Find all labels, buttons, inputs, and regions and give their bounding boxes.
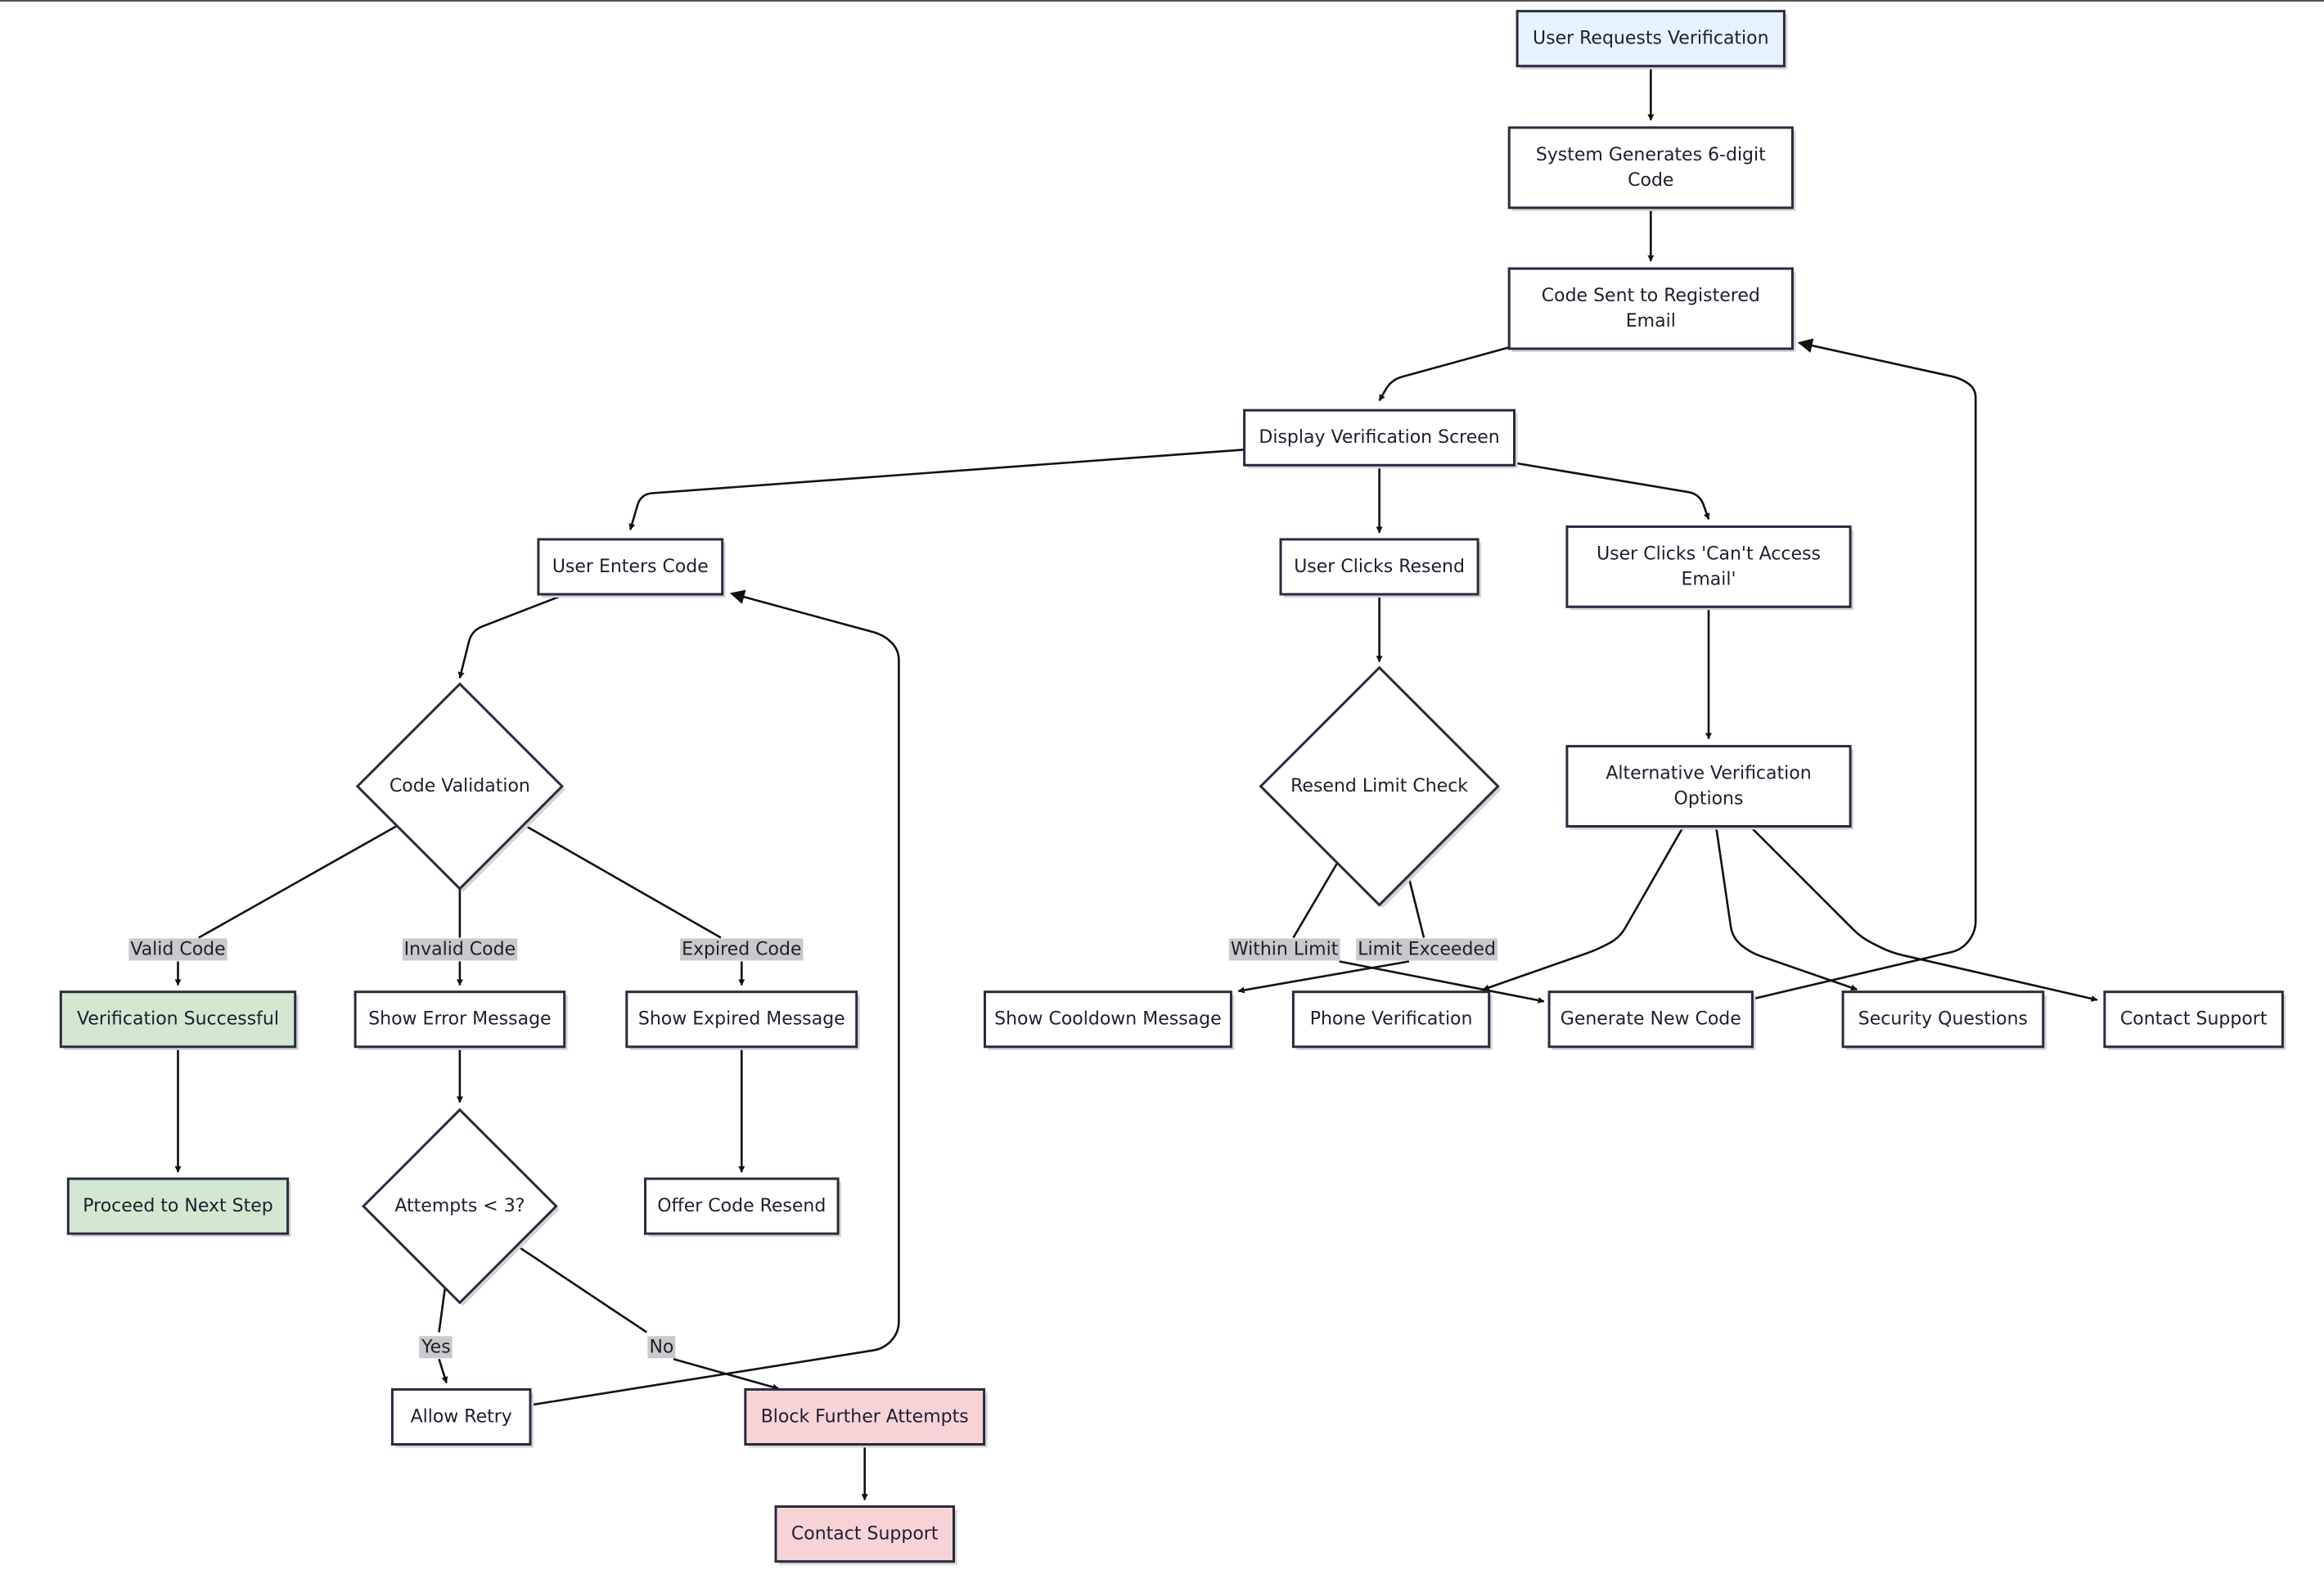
edge-label-no: No	[647, 1336, 676, 1359]
edge-label-limit-exceeded: Limit Exceeded	[1356, 938, 1498, 961]
node-label: Show Expired Message	[638, 1009, 845, 1030]
node-label: Verification Successful	[77, 1009, 279, 1030]
node-phone-verification: Phone Verification	[1291, 990, 1493, 1050]
edge-yes-to-retry	[438, 1358, 448, 1384]
edge-validation-to-valid	[198, 825, 397, 939]
node-label: Code Validation	[390, 776, 530, 796]
edge-attempts-to-no	[516, 1245, 648, 1333]
edge-label-text: Expired Code	[682, 940, 801, 960]
node-generate-new-code: Generate New Code	[1547, 990, 1756, 1050]
edge-label-text: Yes	[421, 1337, 451, 1357]
edge-enters-to-validation	[457, 593, 565, 679]
edge-exceeded-to-cooldown	[1237, 960, 1410, 994]
edge-label-text: Valid Code	[130, 940, 225, 960]
node-label: User Requests Verification	[1533, 29, 1769, 49]
node-contact-support-blocked: Contact Support	[774, 1505, 957, 1565]
edge-sent-to-display	[1378, 345, 1511, 402]
node-label: Email'	[1681, 569, 1736, 589]
edge-label-expired-code: Expired Code	[680, 938, 804, 961]
node-show-cooldown-message: Show Cooldown Message	[984, 990, 1235, 1050]
node-offer-code-resend: Offer Code Resend	[644, 1177, 842, 1238]
edge-limit-to-exceeded	[1407, 877, 1425, 938]
node-label: Block Further Attempts	[761, 1406, 969, 1427]
node-allow-retry: Allow Retry	[390, 1387, 534, 1448]
node-show-error-message: Show Error Message	[354, 990, 568, 1050]
edge-display-to-cantaccess	[1514, 462, 1710, 521]
edge-label-text: No	[649, 1337, 673, 1357]
edge-label-text: Within Limit	[1231, 940, 1339, 960]
edge-display-to-enters	[628, 448, 1246, 530]
node-label: Show Cooldown Message	[994, 1009, 1222, 1030]
node-label: User Clicks Resend	[1294, 557, 1465, 577]
node-proceed-to-next-step: Proceed to Next Step	[66, 1177, 291, 1238]
node-label: Allow Retry	[411, 1406, 512, 1427]
node-label: Code Sent to Registered	[1542, 286, 1760, 306]
edge-alt-to-security	[1714, 826, 1858, 991]
node-label: Offer Code Resend	[657, 1196, 826, 1216]
edge-validation-to-expired	[525, 825, 722, 939]
node-label: Resend Limit Check	[1290, 776, 1468, 796]
edge-alt-to-contact	[1749, 825, 2098, 1002]
edge-label-text: Limit Exceeded	[1358, 940, 1496, 960]
node-resend-limit-check: Resend Limit Check	[1259, 665, 1502, 909]
edge-label-invalid-code: Invalid Code	[402, 938, 518, 961]
node-show-expired-message: Show Expired Message	[625, 990, 860, 1050]
edge-retry-to-enters-loop	[530, 589, 900, 1406]
node-user-enters-code: User Enters Code	[537, 538, 726, 598]
node-security-questions: Security Questions	[1841, 990, 2047, 1050]
node-user-requests-verification: User Requests Verification	[1516, 10, 1788, 70]
top-border	[0, 0, 2324, 2]
node-label: User Enters Code	[552, 557, 709, 577]
edge-limit-to-within	[1292, 861, 1340, 939]
node-code-validation: Code Validation	[355, 682, 565, 892]
node-label: Show Error Message	[368, 1009, 551, 1030]
node-label: User Clicks 'Can't Access	[1597, 544, 1821, 564]
node-label: System Generates 6-digit	[1536, 145, 1766, 165]
node-attempts-check: Attempts < 3?	[361, 1108, 560, 1306]
node-label: Phone Verification	[1310, 1009, 1473, 1030]
node-label: Display Verification Screen	[1259, 427, 1499, 448]
node-label: Contact Support	[2120, 1009, 2268, 1030]
edge-label-within-limit: Within Limit	[1228, 938, 1340, 961]
node-label: Security Questions	[1858, 1009, 2028, 1030]
node-label: Proceed to Next Step	[83, 1196, 272, 1216]
node-block-further-attempts: Block Further Attempts	[744, 1387, 988, 1448]
node-user-clicks-resend: User Clicks Resend	[1279, 538, 1482, 598]
edge-attempts-to-yes	[438, 1288, 447, 1333]
node-label: Email	[1626, 311, 1676, 332]
node-contact-support-alt: Contact Support	[2103, 990, 2286, 1050]
edge-generate-to-sent-loop	[1754, 338, 1977, 1000]
node-label: Code	[1628, 170, 1673, 191]
node-label: Contact Support	[791, 1524, 939, 1545]
edge-alt-to-phone	[1482, 825, 1685, 991]
node-verification-successful: Verification Successful	[59, 990, 299, 1050]
node-label: Alternative Verification	[1606, 764, 1811, 784]
node-label: Attempts < 3?	[394, 1196, 525, 1216]
edge-label-text: Invalid Code	[404, 940, 516, 960]
edge-label-valid-code: Valid Code	[128, 938, 227, 961]
node-label: Options	[1674, 789, 1744, 810]
edge-label-yes: Yes	[419, 1336, 453, 1359]
node-display-verification-screen: Display Verification Screen	[1243, 408, 1518, 469]
node-label: Generate New Code	[1561, 1009, 1741, 1030]
